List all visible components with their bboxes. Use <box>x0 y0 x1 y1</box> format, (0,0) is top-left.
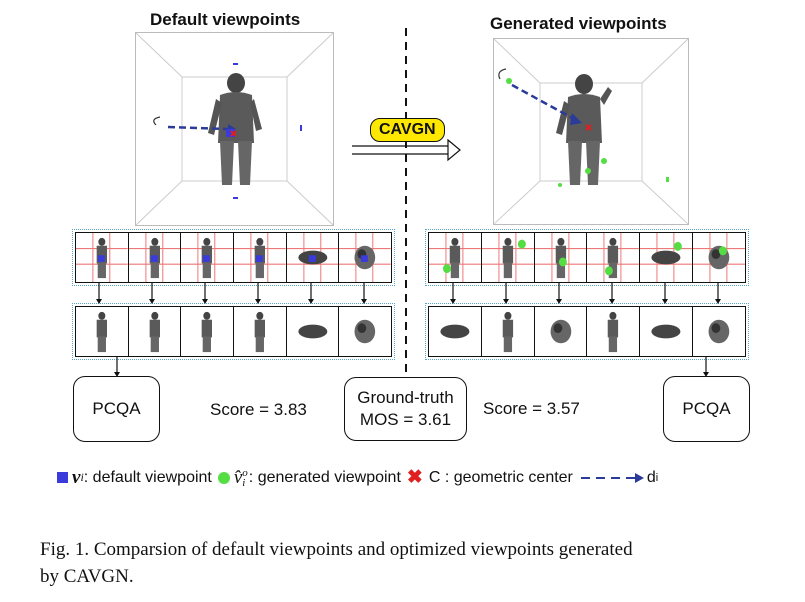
thumbnail-cell <box>587 233 641 282</box>
caption-line2: by CAVGN. <box>40 566 134 587</box>
left-render-strip <box>72 303 395 360</box>
score-left: Score = 3.83 <box>210 400 307 419</box>
thumbnail-cell <box>234 233 287 282</box>
thumbnail-cell <box>640 307 694 356</box>
thumbnail-cell <box>693 233 745 282</box>
thumbnail-cell <box>693 307 745 356</box>
thumbnail-cell <box>181 233 235 282</box>
right-render-strip <box>425 303 749 360</box>
default-square-icon <box>57 472 68 483</box>
thumbnail-cell <box>286 233 340 282</box>
legend-generated-superscript: o <box>242 466 248 479</box>
center-marker <box>230 130 237 137</box>
default-viewpoint-marker <box>226 129 235 137</box>
thumbnail-cell <box>76 233 129 282</box>
legend-center-text: C : geometric center <box>428 468 573 486</box>
scene-room-wireframe <box>135 32 334 226</box>
generated-viewpoints-scene <box>493 38 689 225</box>
right-title: Generated viewpoints <box>490 14 667 33</box>
thumbnail-cell <box>534 233 588 282</box>
pcqa-left-box: PCQA <box>73 376 160 442</box>
thumbnail-cell <box>535 307 588 356</box>
thumbnail-cell <box>640 233 694 282</box>
right-grid-row <box>428 232 746 283</box>
legend-generated-text: : generated viewpoint <box>248 468 401 486</box>
legend-default-text: : default viewpoint <box>83 468 212 486</box>
legend-default-symbol: v <box>72 466 81 488</box>
thumbnail-cell <box>287 307 340 356</box>
left-grid-row <box>75 232 392 283</box>
left-render-row <box>75 306 392 357</box>
right-grid-strip <box>425 229 749 286</box>
thumbnail-cell <box>587 307 641 356</box>
ground-truth-line2: MOS = 3.61 <box>359 410 452 429</box>
scene-room-wireframe-right <box>493 38 689 225</box>
thumbnail-cell <box>429 307 482 356</box>
caption-line1: Fig. 1. Comparsion of default viewpoints… <box>40 539 633 560</box>
figure-caption: Fig. 1. Comparsion of default viewpoints… <box>40 536 800 590</box>
thumbnail-cell <box>339 233 392 282</box>
cavgn-label: CAVGN <box>370 118 445 142</box>
legend-default-subscript: i <box>80 470 84 484</box>
thumbnail-cell <box>482 307 535 356</box>
legend-generated-subscript: i <box>242 476 246 489</box>
transform-arrow <box>352 138 461 162</box>
dashed-divider <box>405 28 407 378</box>
pcqa-right-box: PCQA <box>663 376 750 442</box>
thumbnail-cell <box>181 307 235 356</box>
ground-truth-line1: Ground-truth <box>357 388 454 407</box>
left-title: Default viewpoints <box>150 10 301 29</box>
left-grid-strip <box>72 229 395 286</box>
thumbnail-cell <box>76 307 129 356</box>
legend-generated-symbol: v̂ <box>233 466 243 488</box>
right-render-row <box>428 306 746 357</box>
connector-arrows <box>96 283 721 377</box>
thumbnail-cell <box>481 233 535 282</box>
legend-direction-text: d <box>646 468 656 486</box>
thumbnail-cell <box>129 307 182 356</box>
thumbnail-cell <box>339 307 391 356</box>
generated-viewpoint-marker <box>506 78 512 84</box>
generated-circle-icon <box>217 471 230 484</box>
score-right: Score = 3.57 <box>483 399 580 418</box>
soldier-figure-right <box>556 74 612 185</box>
legend-direction-subscript: i <box>655 471 659 484</box>
ground-truth-box: Ground-truth MOS = 3.61 <box>344 377 467 441</box>
center-cross-icon: ✖ <box>406 467 423 488</box>
direction-arrow-icon <box>580 472 644 483</box>
default-viewpoints-scene <box>135 32 334 226</box>
thumbnail-cell <box>429 233 482 282</box>
thumbnail-cell <box>234 307 287 356</box>
thumbnail-cell <box>128 233 182 282</box>
